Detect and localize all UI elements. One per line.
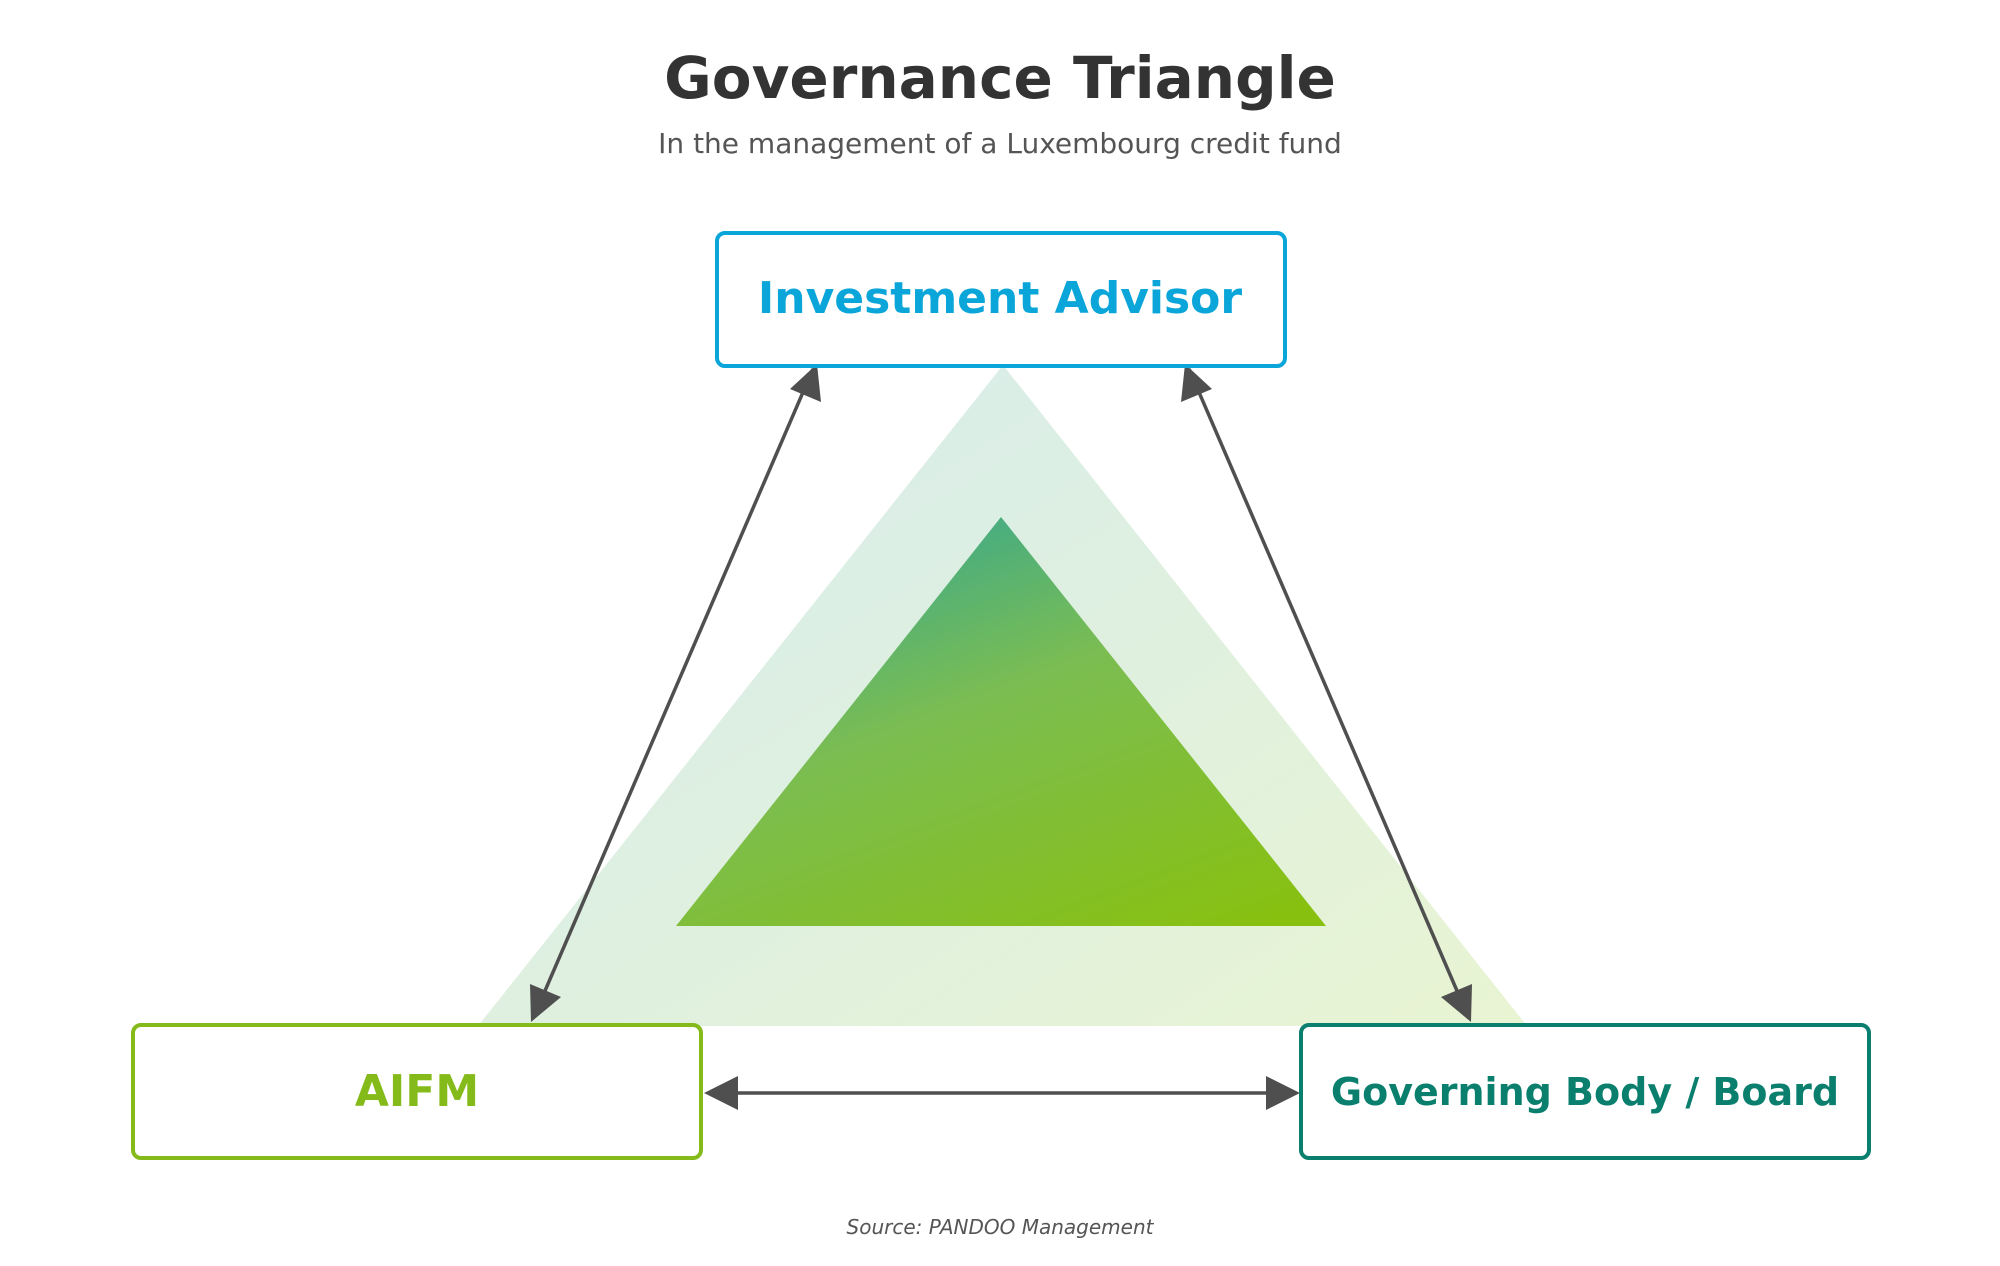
arrowhead-advisor-end <box>790 364 821 402</box>
inner-triangle <box>676 517 1326 926</box>
arrowhead-board-side <box>1266 1076 1300 1110</box>
arrowhead-aifm-end <box>530 984 561 1022</box>
node-aifm: AIFM <box>131 1023 703 1160</box>
node-governing-body: Governing Body / Board <box>1299 1023 1871 1160</box>
node-investment-advisor: Investment Advisor <box>715 231 1287 368</box>
source-note: Source: PANDOO Management <box>847 1215 1155 1239</box>
node-governing-body-label: Governing Body / Board <box>1331 1070 1839 1114</box>
node-aifm-label: AIFM <box>355 1066 479 1117</box>
node-investment-advisor-box <box>715 231 1287 368</box>
node-aifm-box <box>131 1023 703 1160</box>
arrowhead-advisor-end-right <box>1181 364 1212 402</box>
connector-advisor-board <box>1181 364 1472 1022</box>
diagram-subtitle: In the management of a Luxembourg credit… <box>658 127 1342 160</box>
node-investment-advisor-label: Investment Advisor <box>758 273 1243 324</box>
connector-aifm-board <box>704 1076 1300 1110</box>
arrowhead-aifm-side <box>704 1076 738 1110</box>
arrowhead-board-end <box>1441 984 1472 1022</box>
node-governing-body-box <box>1299 1023 1871 1160</box>
connector-advisor-aifm <box>530 364 821 1022</box>
diagram-title: Governance Triangle <box>664 44 1336 112</box>
